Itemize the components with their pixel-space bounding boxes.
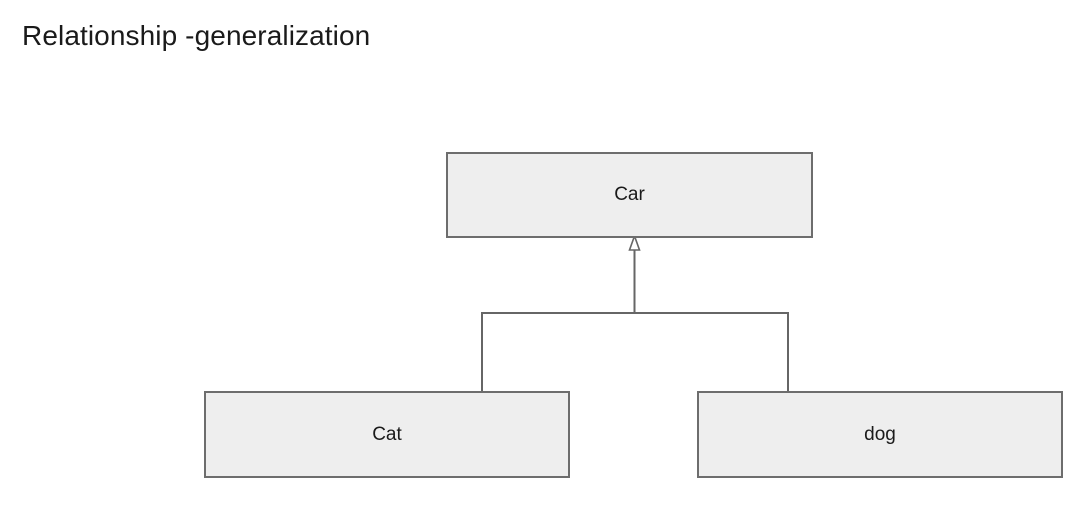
generalization-arrowhead-icon (628, 233, 641, 251)
page-title: Relationship -generalization (22, 20, 371, 51)
uml-class-label-dog: dog (864, 423, 896, 445)
uml-class-box-cat[interactable]: Cat (204, 391, 570, 478)
uml-class-box-car[interactable]: Car (446, 152, 813, 238)
uml-class-label-cat: Cat (372, 423, 402, 445)
uml-class-box-dog[interactable]: dog (697, 391, 1063, 478)
uml-class-label-car: Car (614, 184, 645, 205)
